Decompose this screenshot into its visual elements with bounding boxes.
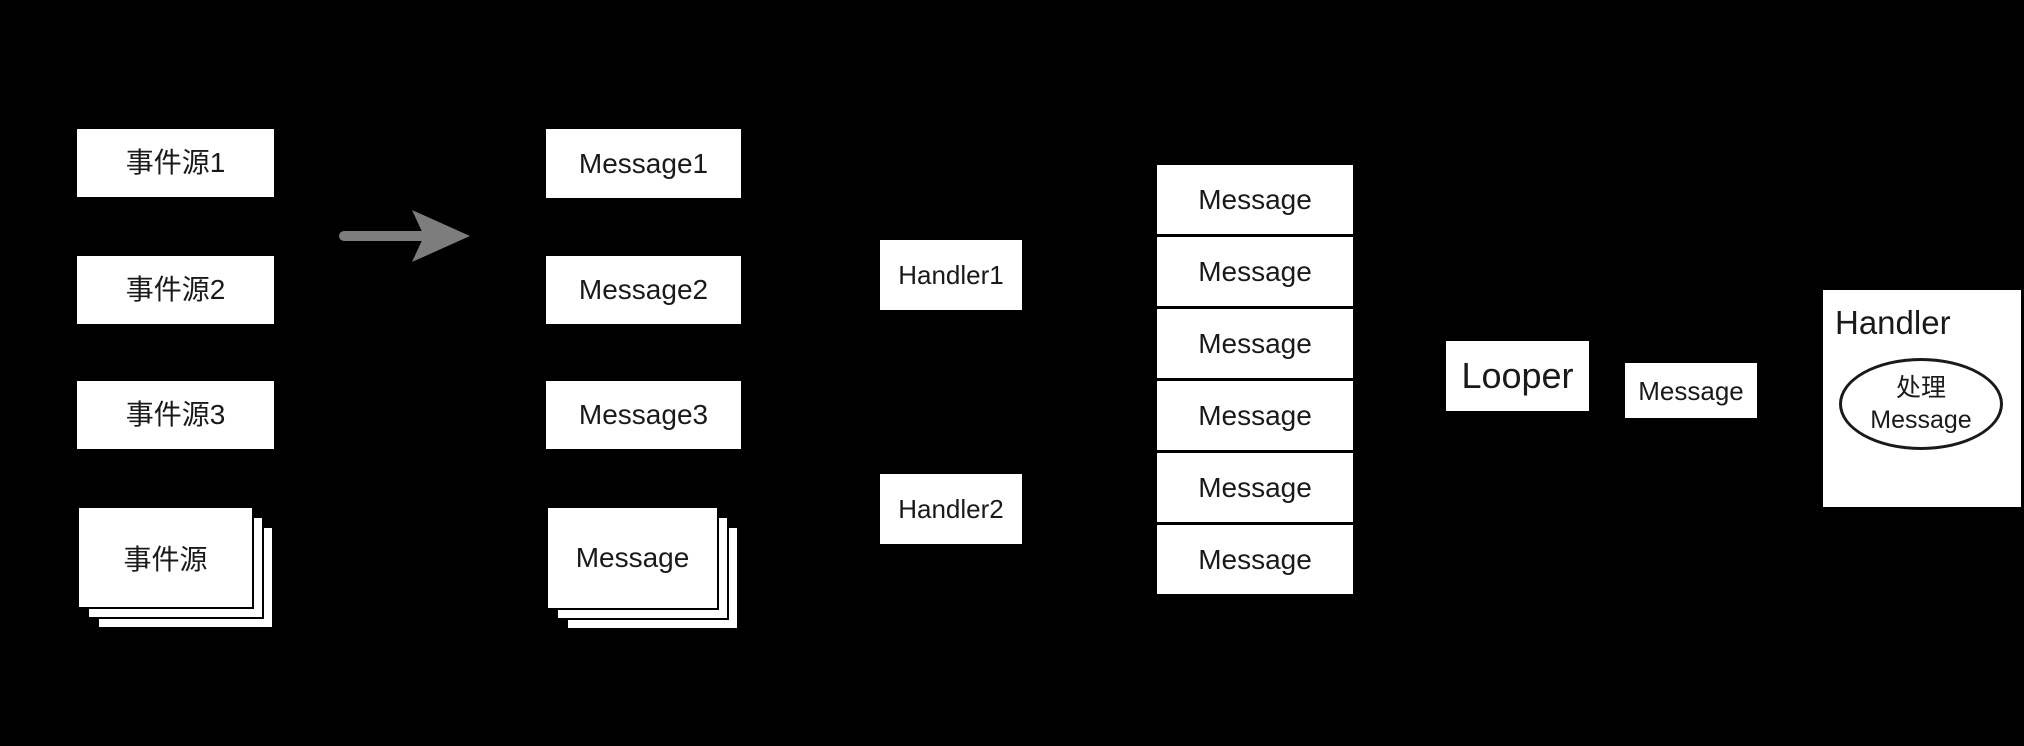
queue-message-cell: Message <box>1157 453 1353 525</box>
handler-1-box: Handler1 <box>880 240 1022 310</box>
queue-message-cell: Message <box>1157 165 1353 237</box>
outgoing-message-box: Message <box>1625 363 1757 418</box>
message-1-box: Message1 <box>546 129 741 198</box>
handler-box-title: Handler <box>1835 304 1951 341</box>
queue-message-cell: Message <box>1157 309 1353 381</box>
message-queue: Message Message Message Message Message … <box>1157 165 1353 594</box>
message-stack: Message <box>546 506 739 630</box>
queue-message-cell: Message <box>1198 543 1312 575</box>
queue-message-cell: Message <box>1157 237 1353 309</box>
message-3-box: Message3 <box>546 381 741 449</box>
message-2-box: Message2 <box>546 256 741 324</box>
handler-process-box: Handler 处理 Message <box>1823 290 2021 507</box>
ellipse-label-line1: 处理 <box>1895 374 1946 402</box>
handler-2-box: Handler2 <box>880 474 1022 544</box>
arrow-right-icon <box>330 198 485 274</box>
event-source-1-box: 事件源1 <box>77 129 274 197</box>
event-source-stack-box: 事件源 <box>77 506 254 609</box>
event-source-2-box: 事件源2 <box>77 256 274 324</box>
looper-box: Looper <box>1446 341 1589 411</box>
message-stack-box: Message <box>546 506 719 610</box>
event-source-stack: 事件源 <box>77 506 274 629</box>
queue-message-cell: Message <box>1157 381 1353 453</box>
event-source-3-box: 事件源3 <box>77 381 274 449</box>
process-message-ellipse: 处理 Message <box>1839 358 2003 450</box>
ellipse-label-line2: Message <box>1870 406 1972 434</box>
